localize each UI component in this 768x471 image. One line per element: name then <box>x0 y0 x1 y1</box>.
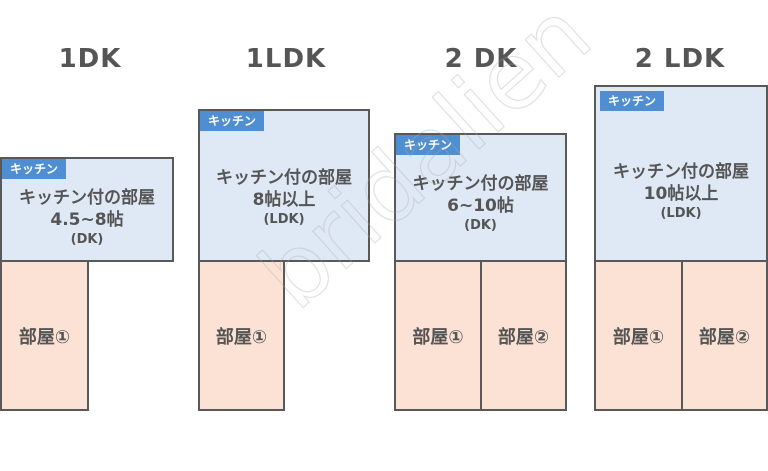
kitchen-type: (DK) <box>70 232 104 247</box>
plan-title-2dk: 2 DK <box>444 44 518 74</box>
room-label: 部屋② <box>698 326 751 348</box>
room-2-2dk: 部屋② <box>480 260 567 411</box>
kitchen-tag: キッチン <box>200 111 265 131</box>
kitchen-area-2ldk: キッチン キッチン付の部屋 10帖以上 (LDK) <box>594 85 768 262</box>
kitchen-name: キッチン付の部屋 <box>216 168 352 188</box>
kitchen-label-group: キッチン付の部屋 10帖以上 (LDK) <box>596 161 766 223</box>
room-2-2ldk: 部屋② <box>681 260 768 411</box>
kitchen-size: 6~10帖 <box>447 196 514 216</box>
kitchen-name: キッチン付の部屋 <box>19 188 155 208</box>
room-label: 部屋① <box>612 326 665 348</box>
room-label: 部屋① <box>215 326 268 348</box>
kitchen-label-group: キッチン付の部屋 6~10帖 (DK) <box>396 173 565 235</box>
kitchen-area-1dk: キッチン キッチン付の部屋 4.5~8帖 (DK) <box>0 157 174 262</box>
kitchen-name: キッチン付の部屋 <box>613 162 749 182</box>
room-1-1dk: 部屋① <box>0 260 89 411</box>
kitchen-label-group: キッチン付の部屋 4.5~8帖 (DK) <box>2 187 172 249</box>
kitchen-type: (LDK) <box>263 212 305 227</box>
room-label: 部屋② <box>497 326 550 348</box>
kitchen-tag: キッチン <box>600 91 665 111</box>
kitchen-size: 4.5~8帖 <box>50 210 124 230</box>
plan-title-2ldk: 2 LDK <box>634 44 726 74</box>
kitchen-type: (LDK) <box>660 206 702 221</box>
plan-title-1ldk: 1LDK <box>245 44 327 74</box>
kitchen-type: (DK) <box>464 218 497 233</box>
kitchen-size: 10帖以上 <box>643 184 719 204</box>
room-1-1ldk: 部屋① <box>198 260 285 411</box>
kitchen-area-1ldk: キッチン キッチン付の部屋 8帖以上 (LDK) <box>198 109 370 262</box>
room-label: 部屋① <box>412 326 464 348</box>
room-label: 部屋① <box>18 326 71 348</box>
kitchen-tag: キッチン <box>396 135 461 155</box>
room-1-2dk: 部屋① <box>394 260 482 411</box>
room-1-2ldk: 部屋① <box>594 260 683 411</box>
kitchen-name: キッチン付の部屋 <box>412 174 549 194</box>
kitchen-area-2dk: キッチン キッチン付の部屋 6~10帖 (DK) <box>394 133 567 262</box>
plan-title-1dk: 1DK <box>58 44 122 74</box>
kitchen-size: 8帖以上 <box>252 190 316 210</box>
kitchen-tag: キッチン <box>2 159 67 179</box>
kitchen-label-group: キッチン付の部屋 8帖以上 (LDK) <box>200 167 368 229</box>
